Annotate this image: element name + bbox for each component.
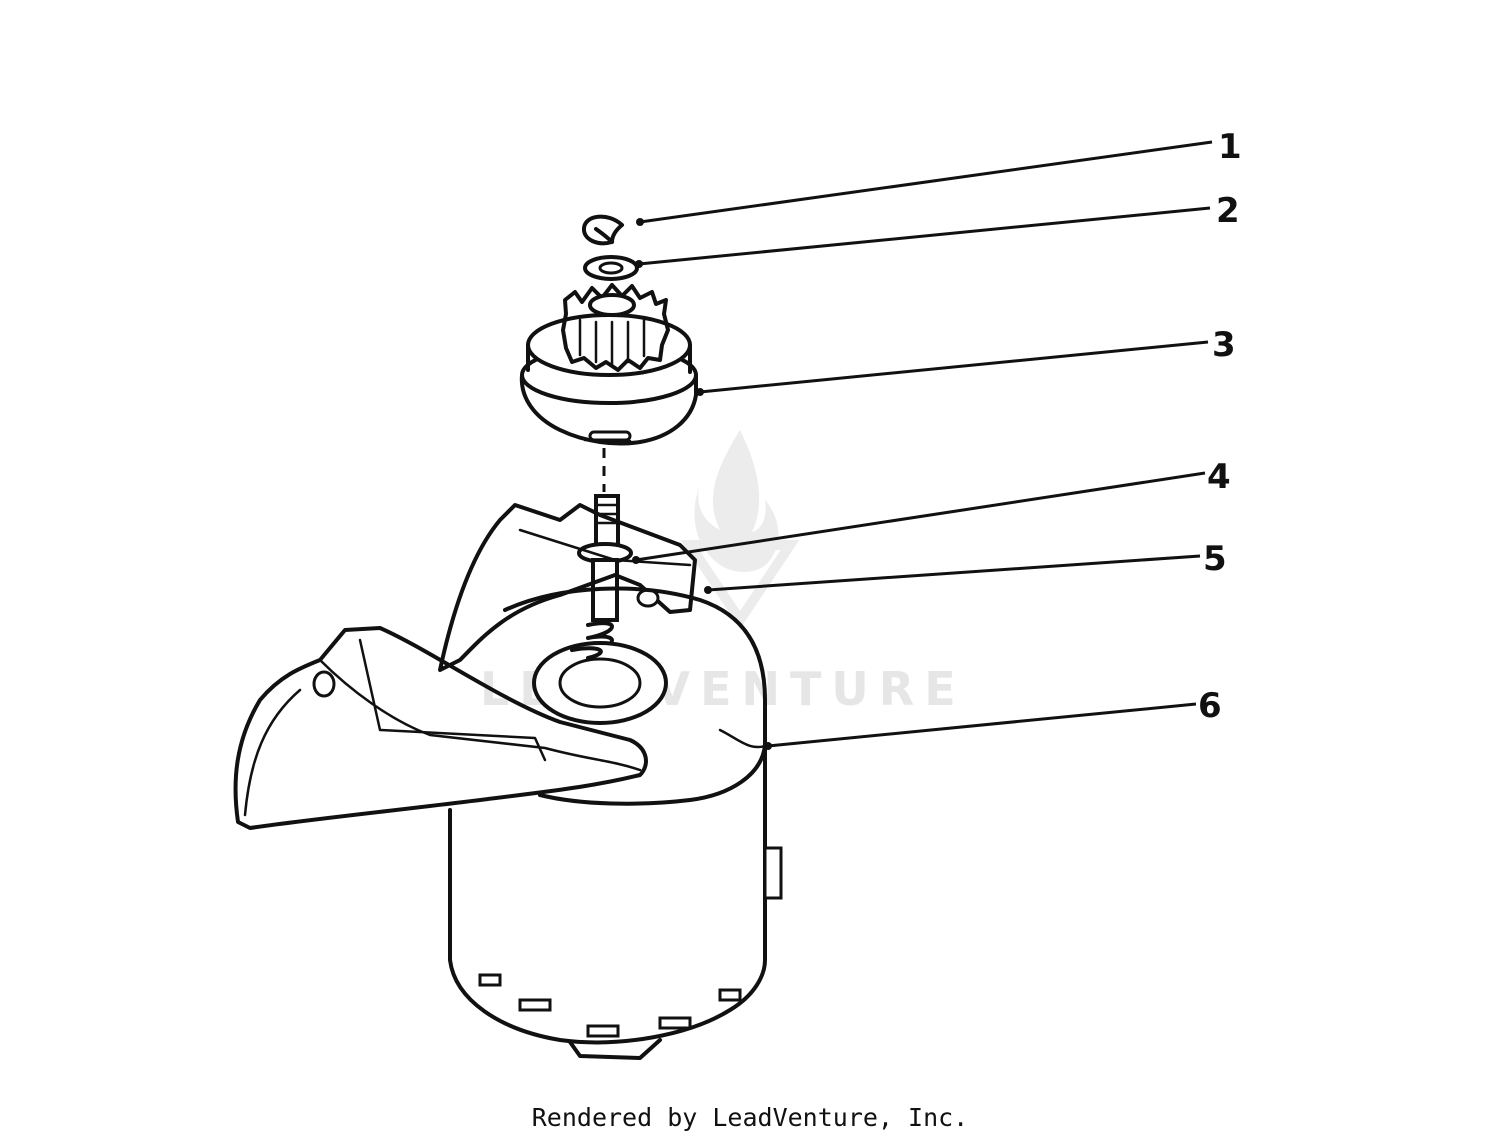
mounting-bracket bbox=[438, 503, 697, 672]
armature-shaft bbox=[577, 494, 633, 668]
callout-2: 2 bbox=[1216, 191, 1240, 231]
washer bbox=[583, 255, 639, 281]
callout-1: 1 bbox=[1218, 127, 1242, 167]
callout-6: 6 bbox=[1198, 686, 1222, 726]
leader-lines bbox=[632, 140, 1213, 750]
starter-motor bbox=[233, 586, 783, 1060]
callout-labels: 1 2 3 4 5 6 bbox=[1198, 127, 1242, 726]
callout-5: 5 bbox=[1203, 539, 1227, 579]
callout-4: 4 bbox=[1207, 457, 1231, 497]
footer-credit: Rendered by LeadVenture, Inc. bbox=[532, 1103, 969, 1132]
e-ring-clip bbox=[582, 214, 624, 246]
callout-3: 3 bbox=[1212, 325, 1236, 365]
pinion-gear bbox=[519, 283, 698, 446]
flame-icon bbox=[694, 430, 779, 572]
